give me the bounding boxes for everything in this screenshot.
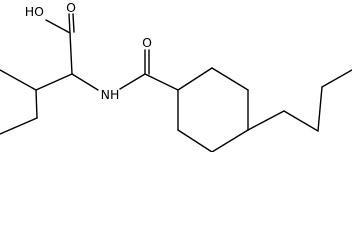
bond-c1-oh [45,19,71,34]
bond-ring-5-6 [177,129,213,152]
bond-cbeta-cgamma [35,89,38,119]
bond-c1-o-double-b [72,13,75,33]
bond-butyl-2 [283,110,319,132]
bond-calpha-n [71,73,99,91]
hydroxyl-label: HO [25,4,44,19]
structure-canvas: HO O NH O [0,0,352,152]
bonds [0,13,352,152]
bond-butyl-3 [317,86,323,132]
bond-ring-butyl [247,110,285,131]
bond-butyl-4 [321,69,352,88]
bond-cbeta-methyl [0,69,37,91]
bond-calpha-cbeta [35,73,73,91]
bond-ring-2-3 [211,67,249,91]
bond-camide-ring [144,73,179,91]
bond-ring-1-2 [177,67,213,91]
carboxyl-oxygen-label: O [66,0,76,15]
amide-oxygen-label: O [142,35,152,50]
bond-c1-calpha [69,32,73,75]
amide-nitrogen-label: NH [101,87,120,102]
atom-labels: HO O NH O [25,0,152,102]
bond-c1-o-double-a [68,13,71,34]
bond-cgamma-cdelta [0,117,38,135]
structure-svg: HO O NH O [0,0,352,152]
bond-ring-4-5 [211,129,249,152]
bond-n-camide [119,73,146,90]
